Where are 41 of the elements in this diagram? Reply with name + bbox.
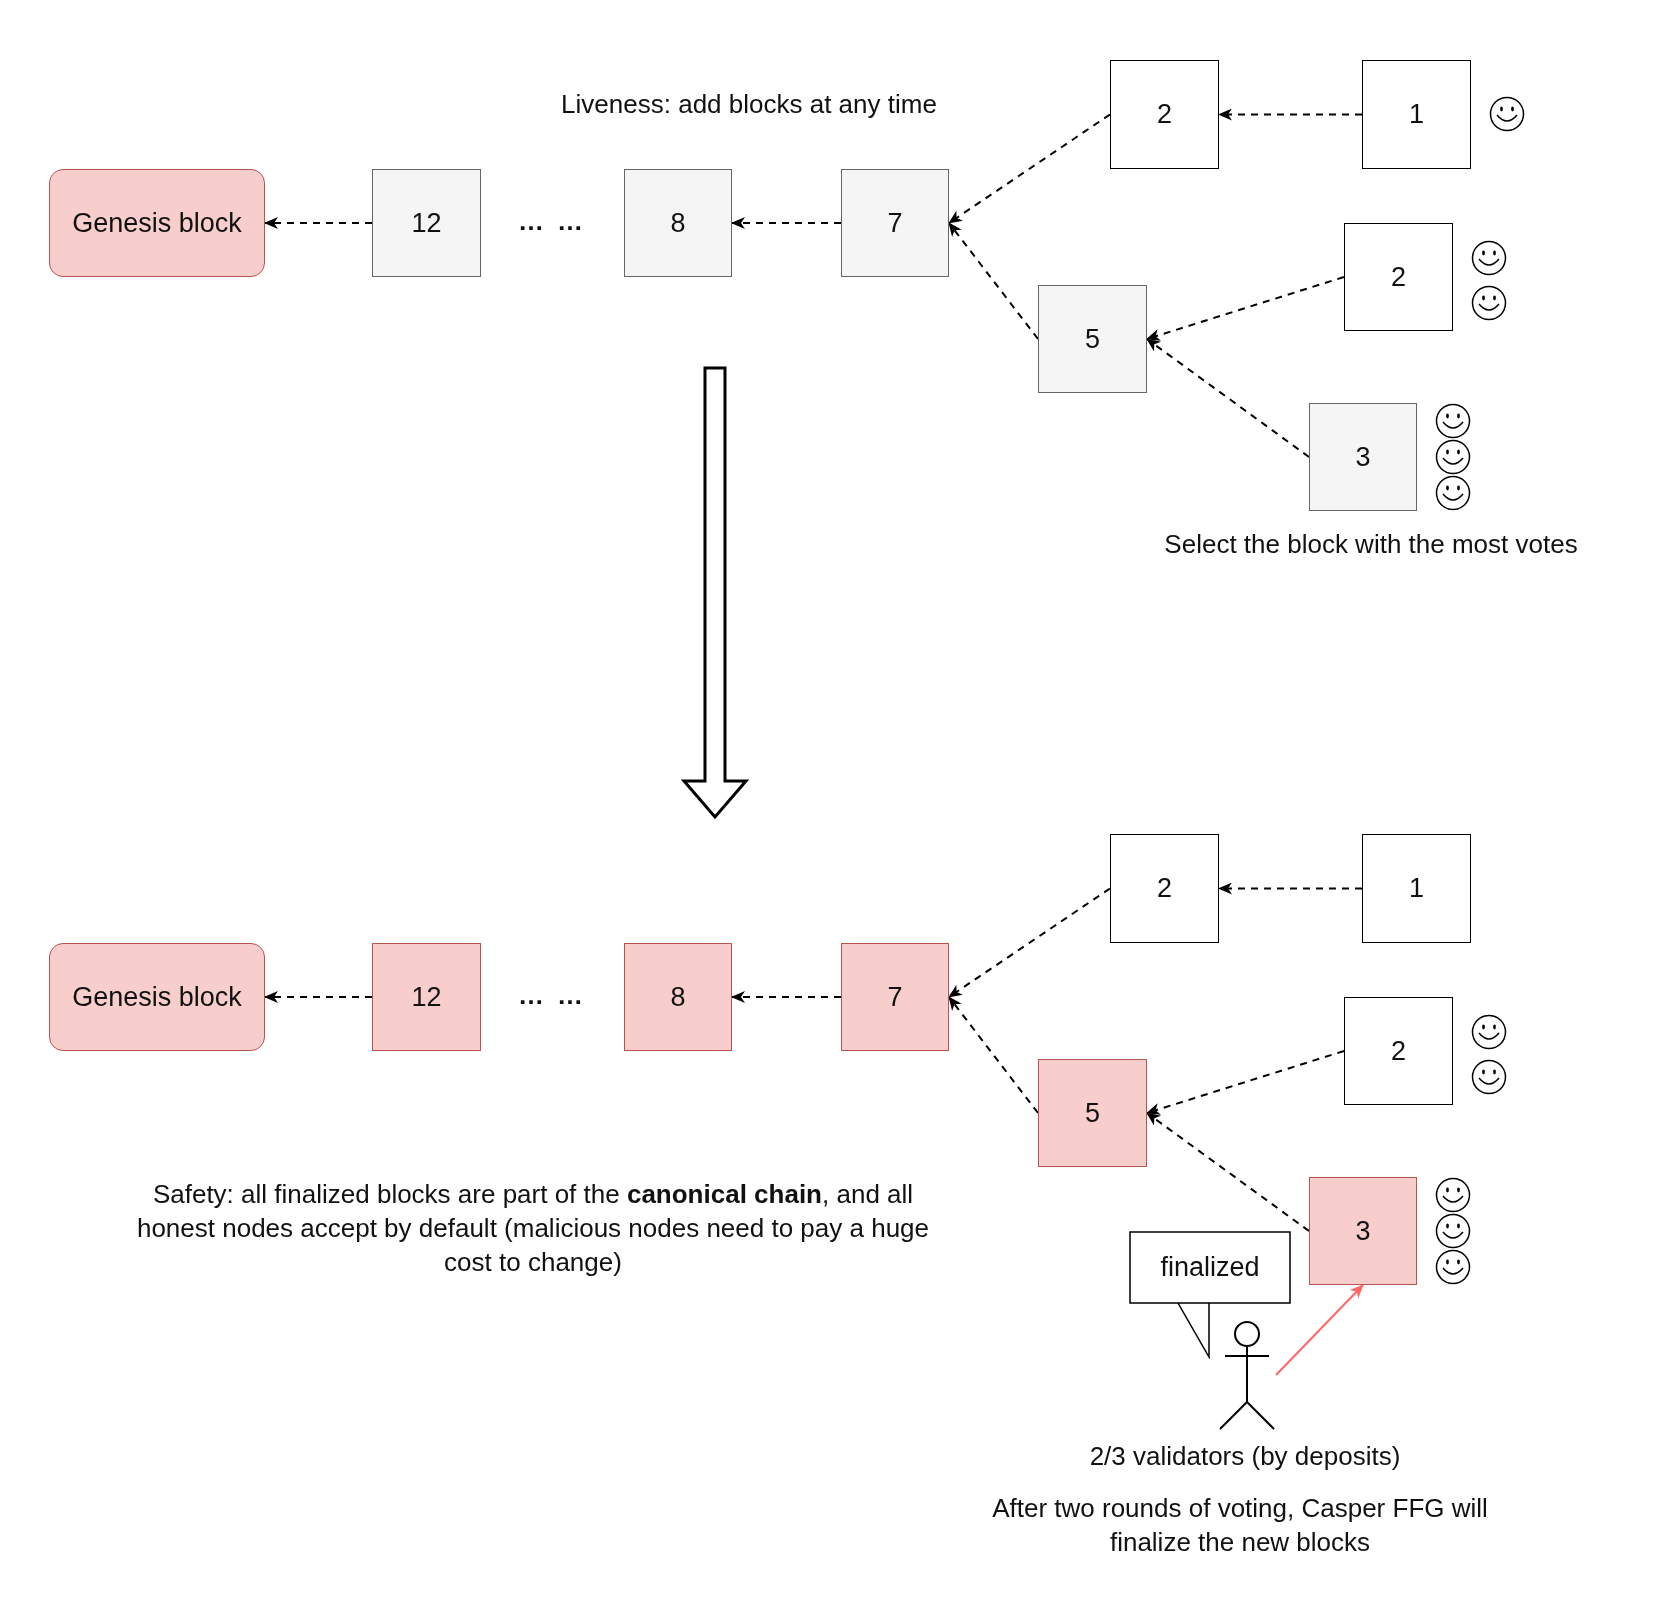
block-box: 2: [1110, 834, 1219, 943]
arrow: [948, 887, 1111, 998]
arrow: [1218, 108, 1363, 121]
arrow: [731, 991, 842, 1003]
arrow: [1218, 882, 1363, 895]
note-text: Liveness: add blocks at any time: [561, 88, 937, 121]
note-text: After two rounds of voting, Casper FFG will finalize the new blocks: [991, 1492, 1489, 1559]
arrow: [948, 113, 1111, 224]
arrow: [1146, 1112, 1310, 1232]
arrow: [1146, 338, 1310, 458]
caption-text: 2/3 validators (by deposits): [1089, 1440, 1401, 1473]
arrow: [948, 222, 1039, 340]
genesis-block: Genesis block: [49, 943, 265, 1051]
arrow: [731, 217, 842, 229]
block-box: 3: [1309, 1177, 1417, 1285]
block-box: 2: [1344, 997, 1453, 1105]
block-box: 12: [372, 169, 481, 277]
block-box: 2: [1110, 60, 1219, 169]
block-box: 7: [841, 943, 949, 1051]
ellipsis: … …: [517, 979, 587, 1012]
block-box: 5: [1038, 1059, 1147, 1167]
block-box: 1: [1362, 834, 1471, 943]
arrow: [1275, 1284, 1364, 1376]
arrow: [264, 217, 373, 229]
note-text: Safety: all finalized blocks are part of the canonical chain, and all honest nodes accept by default (malicious nodes need to pay a huge cost to change): [135, 1178, 931, 1279]
block-box: 1: [1362, 60, 1471, 169]
block-box: 5: [1038, 285, 1147, 393]
speech-bubble: finalized: [1129, 1231, 1291, 1359]
block-box: 7: [841, 169, 949, 277]
block-box: 8: [624, 169, 732, 277]
arrow: [264, 991, 373, 1003]
arrow: [948, 996, 1039, 1114]
arrow: [1146, 1050, 1345, 1115]
block-box: 8: [624, 943, 732, 1051]
arrow: [1146, 276, 1345, 341]
genesis-block: Genesis block: [49, 169, 265, 277]
block-box: 3: [1309, 403, 1417, 511]
block-box: 2: [1344, 223, 1453, 331]
block-box: 12: [372, 943, 481, 1051]
note-text: Select the block with the most votes: [1164, 528, 1578, 561]
ellipsis: … …: [517, 205, 587, 238]
